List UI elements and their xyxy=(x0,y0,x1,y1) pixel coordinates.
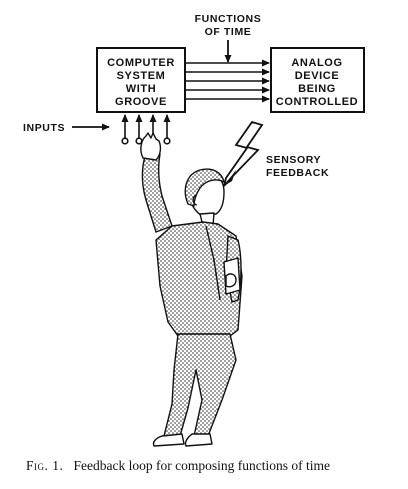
lightning-bolt-icon xyxy=(223,120,264,187)
computer-system-box xyxy=(96,47,186,113)
function-signal-arrows xyxy=(185,59,270,103)
sensory-feedback-label-line1: SENSORY xyxy=(266,154,321,166)
person-figure xyxy=(140,132,243,447)
functions-of-time-label-line1: FUNCTIONS xyxy=(195,13,262,25)
functions-of-time-label-line2: OF TIME xyxy=(205,26,252,38)
figure-caption: Fig. 1. Feedback loop for composing func… xyxy=(26,458,396,474)
analog-device-box xyxy=(270,47,365,113)
analog-box-line3: BEING xyxy=(298,83,336,95)
figure-label: Fig. 1. xyxy=(26,458,64,473)
sensory-feedback-label-line2: FEEDBACK xyxy=(266,167,329,179)
inputs-label: INPUTS xyxy=(23,122,65,134)
computer-box-line3: WITH xyxy=(126,83,157,95)
computer-box-line2: SYSTEM xyxy=(117,70,166,82)
computer-box-line1: COMPUTER xyxy=(107,57,175,69)
analog-box-line2: DEVICE xyxy=(295,70,340,82)
computer-box-line4: GROOVE xyxy=(115,96,167,108)
analog-box-line4: CONTROLLED xyxy=(276,96,358,108)
analog-box-line1: ANALOG xyxy=(291,57,342,69)
caption-text: Feedback loop for composing functions of… xyxy=(73,458,330,473)
